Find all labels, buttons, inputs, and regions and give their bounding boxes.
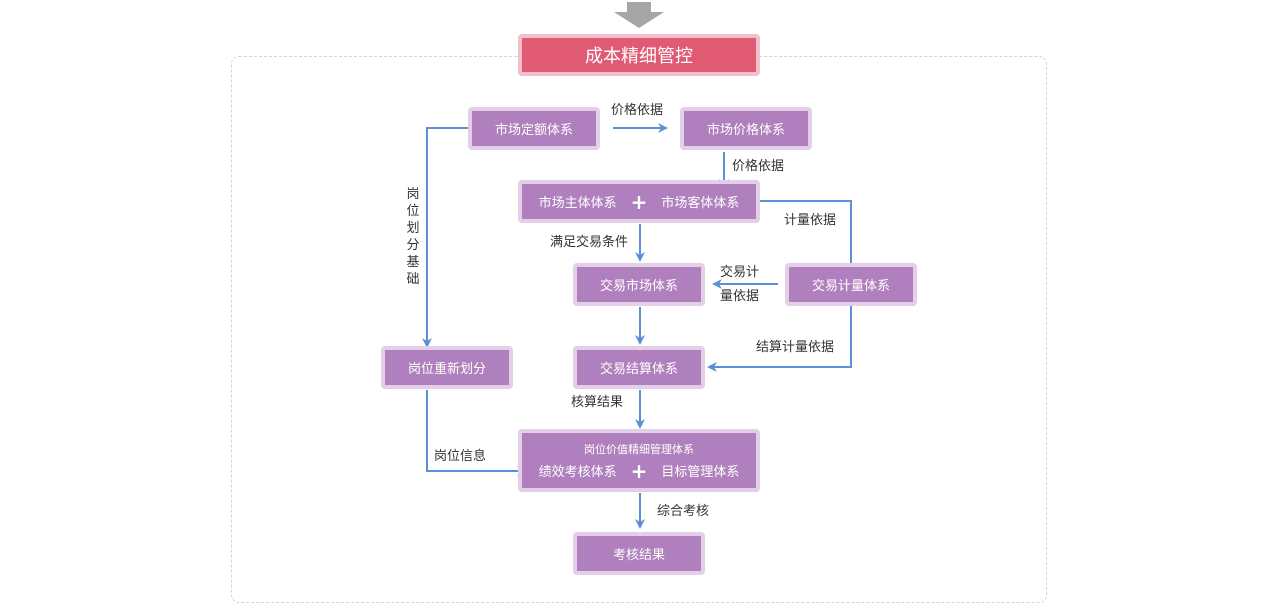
down-arrow-icon	[614, 2, 664, 28]
node-label-object: 市场客体体系	[661, 196, 740, 211]
node-trade-market: 交易市场体系	[573, 263, 705, 306]
char: 础	[406, 272, 420, 287]
char: 位	[406, 204, 420, 219]
node-label: 市场定额体系	[494, 123, 573, 138]
node-market-subject-object: 市场主体体系 + 市场客体体系	[518, 180, 760, 223]
char: 划	[406, 221, 420, 236]
title-box: 成本精细管控	[518, 34, 760, 76]
node-assessment-result: 考核结果	[573, 532, 705, 575]
edge-label-settle-measure: 结算计量依据	[756, 340, 835, 355]
edge-label-trade-condition: 满足交易条件	[550, 235, 629, 250]
node-label: 考核结果	[612, 548, 665, 563]
node-label: 岗位重新划分	[407, 362, 486, 377]
edge-label-trade-measure-2: 量依据	[720, 289, 760, 304]
plus-icon: +	[630, 458, 648, 483]
node-trade-settle: 交易结算体系	[573, 346, 705, 389]
edge-label-post-info: 岗位信息	[434, 449, 487, 464]
edge-measure-to-object	[748, 196, 852, 264]
node-market-price: 市场价格体系	[680, 107, 812, 150]
plus-icon: +	[630, 189, 648, 214]
edge-label-accounting-result: 核算结果	[571, 395, 624, 410]
node-trade-measure: 交易计量体系	[785, 263, 917, 306]
node-post-value-title: 岗位价值精细管理体系	[584, 442, 694, 456]
char: 岗	[406, 187, 420, 202]
node-label: 市场价格体系	[706, 123, 785, 138]
edge-label-post-basis: 岗 位 划 分 基 础	[406, 186, 420, 288]
char: 分	[406, 238, 420, 253]
node-label-target: 目标管理体系	[661, 465, 740, 480]
node-label: 交易计量体系	[811, 279, 890, 294]
node-label: 交易市场体系	[599, 279, 678, 294]
edge-label-trade-measure-1: 交易计	[720, 265, 760, 280]
char: 基	[406, 255, 420, 270]
edge-quota-to-post	[422, 127, 488, 348]
node-label-performance: 绩效考核体系	[538, 465, 617, 480]
node-post-redivide: 岗位重新划分	[381, 346, 513, 389]
edge-post-to-value	[426, 390, 527, 476]
node-label-subject: 市场主体体系	[538, 196, 617, 211]
edge-label-price-basis-2: 价格依据	[732, 159, 785, 174]
edge-label-overall-assessment: 综合考核	[657, 504, 710, 519]
node-market-quota: 市场定额体系	[468, 107, 600, 150]
edge-measure-to-settle	[707, 306, 852, 372]
node-post-value: 岗位价值精细管理体系 绩效考核体系 + 目标管理体系	[518, 429, 760, 492]
edge-label-measure-basis: 计量依据	[784, 213, 837, 228]
edge-label-price-basis-1: 价格依据	[611, 103, 664, 118]
node-post-value-row: 绩效考核体系 + 目标管理体系	[539, 461, 740, 481]
node-label: 交易结算体系	[599, 362, 678, 377]
